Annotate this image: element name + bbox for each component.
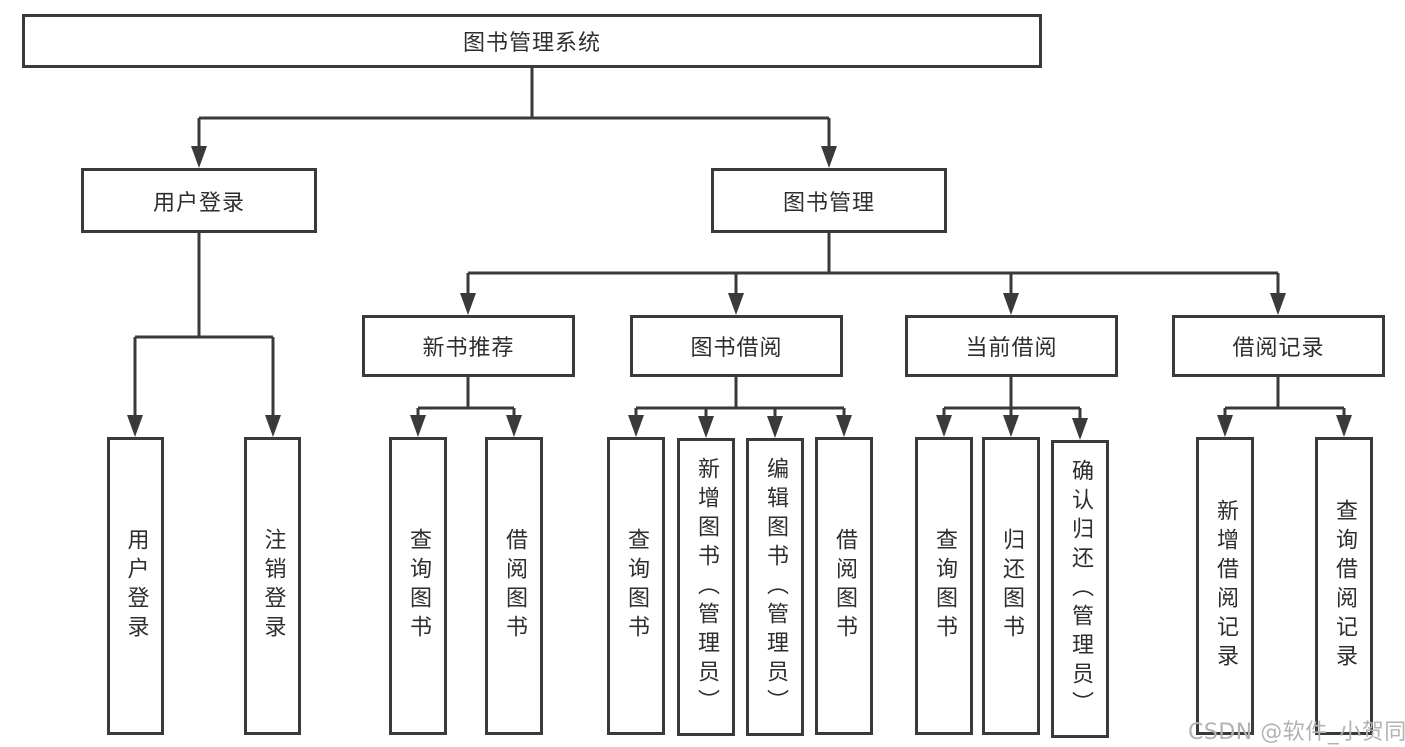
node-library-management-system: 图书管理系统	[22, 14, 1042, 68]
leaf-user-login: 用户登录	[107, 437, 164, 735]
leaf-logout-label: 注销登录	[260, 528, 286, 644]
leaf-query-books-current: 查询图书	[915, 437, 973, 735]
connector-lines	[133, 68, 1346, 424]
leaf-confirm-return-admin: 确认归还（管理员）	[1051, 440, 1109, 738]
node-current-borrowing-label: 当前借阅	[965, 336, 1058, 361]
leaf-query-borrow-record-label: 查询借阅记录	[1332, 499, 1357, 673]
node-current-borrowing: 当前借阅	[905, 315, 1118, 377]
node-book-management-label: 图书管理	[782, 190, 875, 216]
leaf-user-login-label: 用户登录	[123, 528, 149, 644]
leaf-query-books-borrow-label: 查询图书	[624, 528, 649, 644]
node-book-borrowing: 图书借阅	[630, 315, 843, 377]
leaf-query-books-current-label: 查询图书	[932, 528, 957, 644]
arrowheads	[127, 146, 1352, 440]
leaf-borrow-books-recommend: 借阅图书	[485, 437, 543, 735]
leaf-query-books-borrow: 查询图书	[607, 437, 665, 735]
node-borrowing-records-label: 借阅记录	[1232, 336, 1325, 361]
leaf-borrow-books: 借阅图书	[815, 437, 873, 735]
leaf-logout: 注销登录	[244, 437, 301, 735]
leaf-edit-books-admin-label: 编辑图书（管理员）	[763, 456, 788, 718]
leaf-add-borrow-record: 新增借阅记录	[1196, 437, 1254, 735]
leaf-borrow-books-label: 借阅图书	[832, 528, 857, 644]
leaf-add-books-admin: 新增图书（管理员）	[677, 438, 735, 736]
node-book-borrowing-label: 图书借阅	[690, 336, 783, 361]
leaf-edit-books-admin: 编辑图书（管理员）	[746, 438, 804, 736]
node-borrowing-records: 借阅记录	[1172, 315, 1385, 377]
csdn-watermark: CSDN @软件_小贺同学	[1188, 720, 1405, 745]
node-book-management: 图书管理	[711, 168, 947, 233]
leaf-query-books-recommend: 查询图书	[389, 437, 447, 735]
leaf-return-books-label: 归还图书	[999, 528, 1024, 644]
node-library-management-system-label: 图书管理系统	[462, 31, 601, 56]
leaf-query-borrow-record: 查询借阅记录	[1315, 437, 1373, 735]
leaf-borrow-books-recommend-label: 借阅图书	[502, 528, 527, 644]
node-user-login-label: 用户登录	[152, 190, 245, 216]
node-new-book-recommendation: 新书推荐	[362, 315, 575, 377]
leaf-add-borrow-record-label: 新增借阅记录	[1213, 499, 1238, 673]
leaf-return-books: 归还图书	[982, 437, 1040, 735]
node-user-login: 用户登录	[81, 168, 317, 233]
leaf-confirm-return-admin-label: 确认归还（管理员）	[1068, 458, 1093, 720]
node-new-book-recommendation-label: 新书推荐	[422, 336, 515, 361]
leaf-add-books-admin-label: 新增图书（管理员）	[694, 456, 719, 718]
leaf-query-books-recommend-label: 查询图书	[406, 528, 431, 644]
